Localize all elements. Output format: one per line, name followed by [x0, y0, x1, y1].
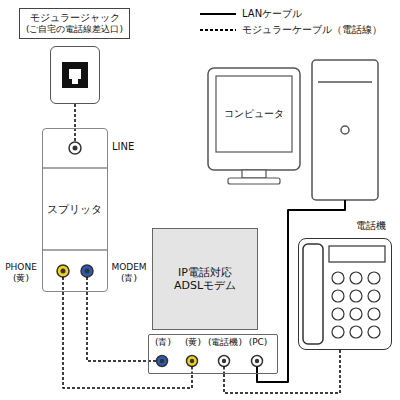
port-center — [73, 146, 78, 151]
power-button — [341, 126, 349, 134]
key — [368, 272, 380, 284]
pc-tower — [312, 60, 378, 200]
text-slot: スプリッタ — [43, 169, 106, 251]
modem-port — [81, 265, 93, 277]
text-slot: (黄) — [173, 336, 213, 348]
keypad — [332, 272, 380, 338]
legend-text: LANケーブル — [242, 8, 302, 20]
phone-display — [329, 246, 385, 262]
lan-cable — [257, 200, 345, 382]
jack-slot — [69, 69, 81, 79]
computer: コンピュータ — [205, 58, 380, 200]
telephone-port — [219, 356, 230, 367]
cable-stub — [191, 367, 193, 375]
node-text: 電話機 — [356, 220, 386, 232]
key — [332, 290, 344, 302]
text-slot: コンピュータ — [216, 76, 292, 152]
drive-bay — [318, 81, 372, 83]
node-text: (ご自宅の電話線差込口) — [26, 24, 123, 35]
cable-stub — [62, 277, 64, 292]
telephone: 電話機 — [298, 238, 392, 350]
text-slot: (青) — [143, 336, 183, 348]
node-text: コンピュータ — [224, 108, 284, 120]
phone-cable — [87, 292, 148, 361]
node-text: (PC) — [249, 337, 268, 348]
pc-port — [252, 356, 263, 367]
splitter-box: スプリッタ — [42, 128, 108, 292]
port-center — [222, 359, 226, 363]
key — [368, 308, 380, 320]
label-slot: LINE — [112, 141, 152, 153]
key — [350, 308, 362, 320]
monitor-stand — [242, 170, 266, 178]
jack-tab — [72, 79, 78, 84]
cable-stub — [74, 128, 76, 142]
blue-port — [157, 356, 168, 367]
phone-cable — [224, 350, 340, 393]
label-slot: MODEM (青) — [110, 262, 148, 284]
wall-jack: モジュラージャック(ご自宅の電話線差込口) — [50, 46, 100, 104]
text-slot: (PC) — [238, 336, 278, 348]
node-text: (黄) — [185, 337, 201, 348]
port-center — [85, 269, 90, 274]
part-label: PHONE (黄) — [3, 262, 39, 284]
key — [332, 272, 344, 284]
key — [368, 290, 380, 302]
part-label: LINE — [112, 141, 152, 153]
adsl-modem: IP電話対応 ADSLモデム — [152, 228, 258, 330]
text-slot: 電話機 — [353, 219, 389, 233]
legend-dashed-sample — [200, 29, 236, 31]
port-panel: (青) (黄) (電話機) (PC) — [148, 334, 278, 374]
label-box: モジュラージャック(ご自宅の電話線差込口) — [19, 8, 130, 39]
phone-port — [57, 265, 69, 277]
cable-stub — [148, 360, 157, 362]
text-slot: (電話機) — [205, 336, 245, 348]
port-center — [160, 359, 164, 363]
splitter-divider — [43, 167, 107, 169]
key — [332, 326, 344, 338]
part-label: MODEM (青) — [110, 262, 148, 284]
cable-stub — [86, 277, 88, 292]
key — [368, 326, 380, 338]
node-text: IP電話対応 ADSLモデム — [170, 266, 240, 292]
text-slot: IP電話対応 ADSLモデム — [170, 229, 240, 329]
monitor-screen — [216, 76, 292, 152]
yellow-port — [187, 356, 198, 367]
handset — [303, 244, 323, 344]
legend-solid-sample — [200, 13, 236, 15]
cable-stub — [256, 367, 258, 375]
port-center — [255, 359, 259, 363]
port-center — [61, 269, 66, 274]
node-text: モジュラージャック — [26, 12, 123, 24]
monitor-base — [228, 178, 280, 184]
key — [332, 308, 344, 320]
key — [350, 272, 362, 284]
monitor-frame — [208, 68, 300, 170]
splitter-divider — [43, 249, 107, 251]
node-text: (青) — [155, 337, 171, 348]
line-port — [69, 142, 81, 154]
key — [350, 290, 362, 302]
legend-text: モジュラーケーブル（電話線） — [242, 24, 382, 36]
key — [350, 326, 362, 338]
cable-stub — [223, 367, 225, 375]
port-center — [190, 359, 194, 363]
node-text: スプリッタ — [47, 203, 102, 216]
node-text: (電話機) — [208, 337, 242, 348]
jack-socket — [62, 62, 88, 88]
label-slot: PHONE (黄) — [3, 262, 39, 284]
phone-cable — [74, 104, 76, 128]
